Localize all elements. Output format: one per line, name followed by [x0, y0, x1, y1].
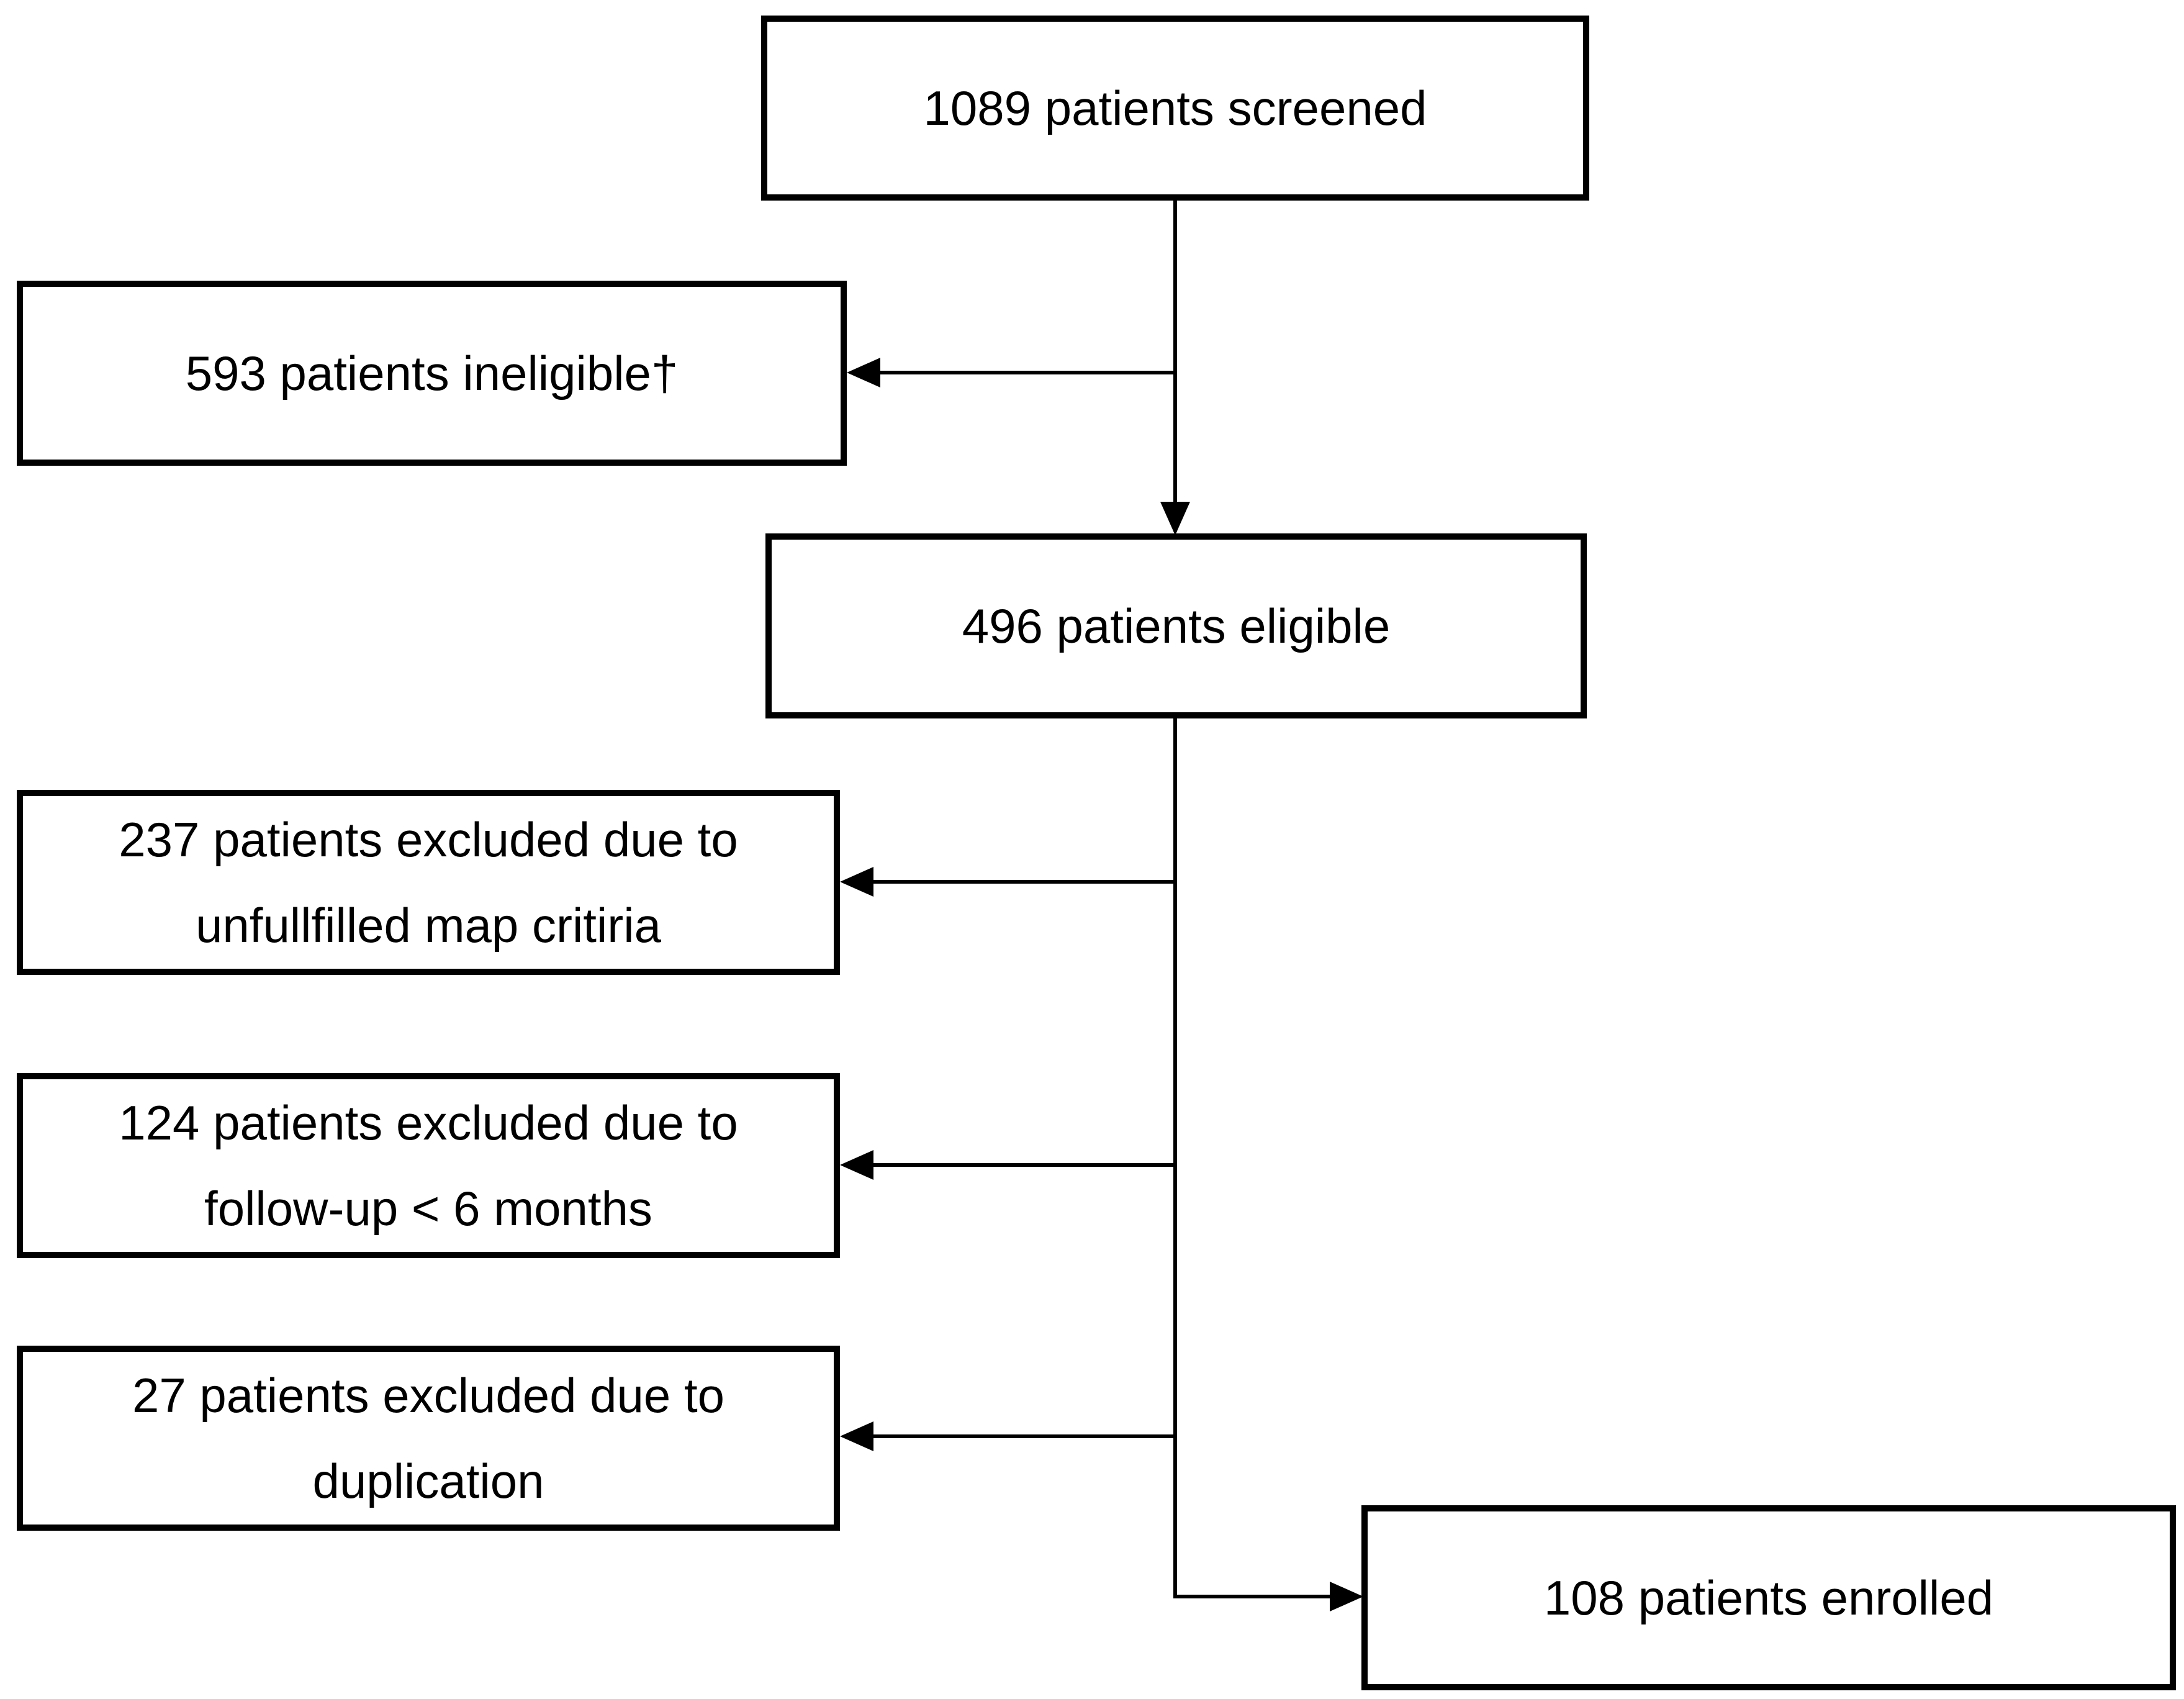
- ineligible-label: 593 patients ineligible†: [185, 346, 679, 401]
- excluded-followup-box: 124 patients excluded due to follow-up <…: [17, 1073, 840, 1258]
- excluded-duplication-label-line2: duplication: [312, 1454, 544, 1508]
- excluded-duplication-box: 27 patients excluded due to duplication: [17, 1346, 840, 1531]
- ineligible-box: 593 patients ineligible†: [17, 281, 847, 466]
- enrolled-label: 108 patients enrolled: [1543, 1570, 1994, 1625]
- screened-box: 1089 patients screened: [761, 16, 1589, 201]
- screened-label: 1089 patients screened: [923, 81, 1427, 135]
- excluded-duplication-label-line1: 27 patients excluded due to: [132, 1368, 725, 1423]
- excluded-map-label-line1: 237 patients excluded due to: [119, 812, 738, 867]
- excluded-followup-label-line1: 124 patients excluded due to: [119, 1095, 738, 1150]
- excluded-followup-label-line2: follow-up < 6 months: [204, 1181, 652, 1236]
- eligible-box: 496 patients eligible: [765, 533, 1587, 718]
- excluded-map-criteria-box: 237 patients excluded due to unfullfille…: [17, 790, 840, 975]
- connector-eligible-to-enrolled: [1173, 718, 1363, 1611]
- excluded-map-label-line2: unfullfilled map critiria: [196, 898, 661, 953]
- enrolled-box: 108 patients enrolled: [1361, 1505, 2176, 1690]
- eligible-label: 496 patients eligible: [962, 599, 1391, 653]
